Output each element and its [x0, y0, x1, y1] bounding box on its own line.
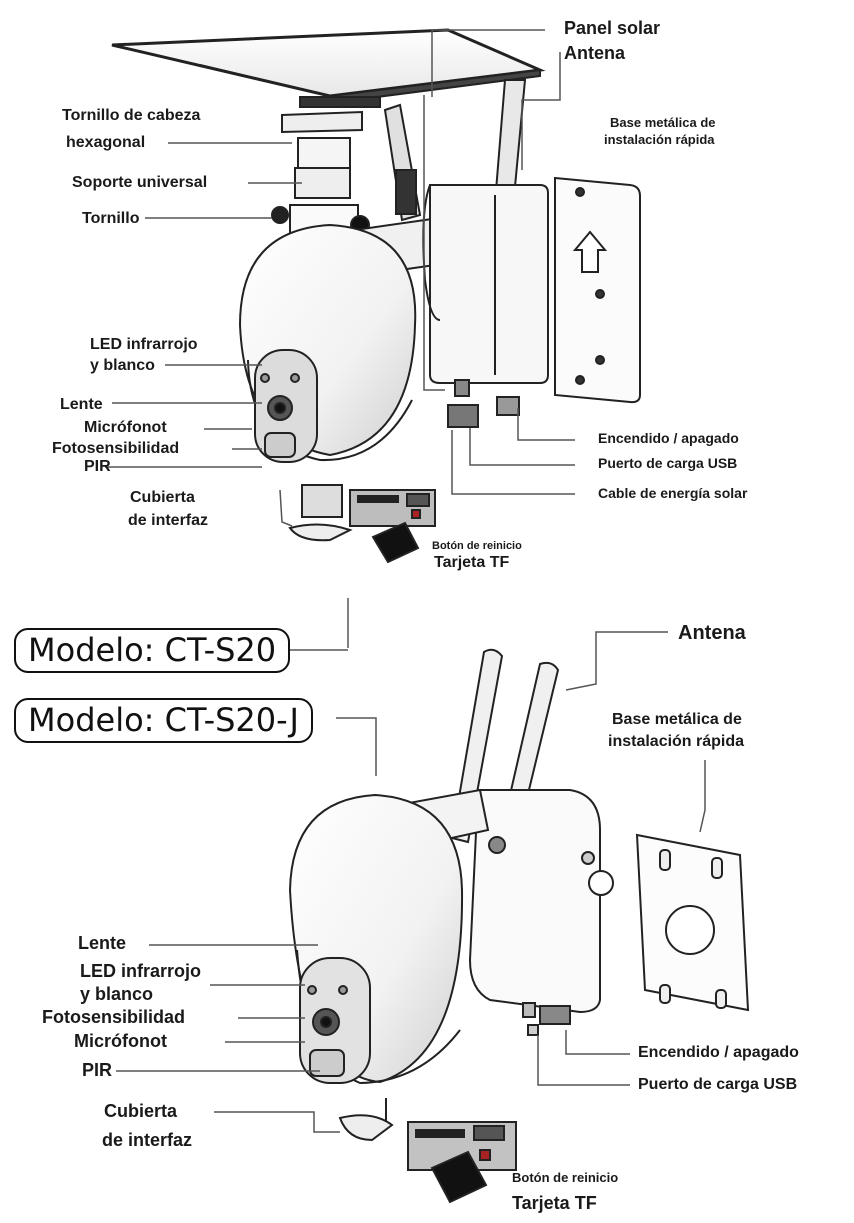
- label-base-metalica-1: Base metálica de: [610, 115, 716, 130]
- label-fotosensibilidad-bottom: Fotosensibilidad: [42, 1007, 186, 1027]
- battery-box-illustration: [422, 184, 549, 428]
- label-led-bottom-2: y blanco: [80, 984, 154, 1004]
- label-base-metalica-2: instalación rápida: [604, 132, 715, 147]
- bottom-interface-parts-illustration: [338, 1098, 517, 1204]
- bottom-camera-illustration: [288, 648, 750, 1204]
- label-led-infrarrojo-1: LED infrarrojo: [90, 336, 198, 353]
- label-antena: Antena: [564, 43, 626, 63]
- dome-camera-illustration: [238, 223, 417, 463]
- label-tarjeta-tf: Tarjeta TF: [434, 554, 510, 571]
- label-boton-reinicio: Botón de reinicio: [432, 540, 522, 552]
- label-pir: PIR: [84, 458, 111, 475]
- label-pir-bottom: PIR: [82, 1060, 113, 1080]
- label-lente-bottom: Lente: [78, 933, 127, 953]
- label-usb-bottom: Puerto de carga USB: [638, 1076, 798, 1093]
- bottom-dome-camera-illustration: [288, 793, 464, 1085]
- label-antena-bottom: Antena: [678, 622, 746, 644]
- label-tornillo-cabeza-1: Tornillo de cabeza: [62, 107, 201, 124]
- model-box-ct-s20-j: Modelo: CT-S20-J: [14, 698, 313, 743]
- label-tornillo: Tornillo: [82, 210, 140, 227]
- label-base-metalica-bottom-2: instalación rápida: [608, 733, 745, 750]
- label-puerto-usb: Puerto de carga USB: [598, 455, 738, 471]
- interface-parts-illustration: [288, 484, 436, 564]
- label-encendido-apagado: Encendido / apagado: [598, 430, 739, 446]
- label-cubierta-bottom-2: de interfaz: [102, 1130, 193, 1150]
- label-cubierta-bottom-1: Cubierta: [104, 1101, 178, 1121]
- label-cubierta-2: de interfaz: [128, 512, 209, 529]
- label-lente: Lente: [60, 396, 103, 413]
- label-fotosensibilidad: Fotosensibilidad: [52, 440, 180, 457]
- label-microfono: Micrófonot: [84, 419, 167, 436]
- top-camera-illustration: [111, 28, 641, 564]
- top-leader-lines: [105, 29, 575, 648]
- label-tornillo-cabeza-2: hexagonal: [66, 134, 146, 151]
- model-box-ct-s20: Modelo: CT-S20: [14, 628, 291, 673]
- label-panel-solar: Panel solar: [564, 18, 661, 38]
- label-microfono-bottom: Micrófonot: [74, 1031, 167, 1051]
- solar-panel-illustration: [111, 28, 546, 108]
- label-reinicio-bottom: Botón de reinicio: [512, 1170, 619, 1185]
- mounting-plate-illustration: [554, 176, 641, 404]
- bottom-leader-lines: [116, 631, 706, 1133]
- label-led-infrarrojo-2: y blanco: [90, 357, 155, 374]
- label-cubierta-1: Cubierta: [130, 489, 195, 506]
- label-encendido-bottom: Encendido / apagado: [638, 1044, 799, 1061]
- label-led-bottom-1: LED infrarrojo: [80, 961, 202, 981]
- label-soporte-universal: Soporte universal: [72, 174, 208, 191]
- label-tarjeta-bottom: Tarjeta TF: [512, 1193, 597, 1213]
- bottom-mounting-plate-illustration: [635, 833, 750, 1012]
- label-cable-solar: Cable de energía solar: [598, 485, 748, 501]
- label-base-metalica-bottom-1: Base metálica de: [612, 711, 742, 728]
